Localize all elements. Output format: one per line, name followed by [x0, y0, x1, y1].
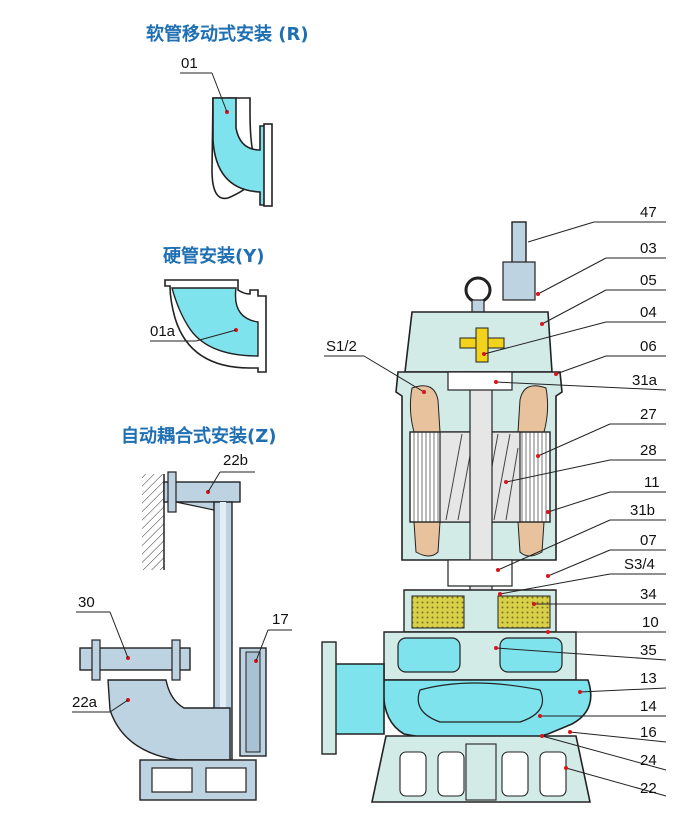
- callout-30: 30: [78, 594, 95, 611]
- elbow-01a: [150, 279, 267, 373]
- callout-04: 04: [640, 304, 657, 321]
- callout-47: 47: [640, 204, 657, 221]
- callout-S1-2: S1/2: [326, 338, 357, 355]
- callout-24: 24: [640, 752, 657, 769]
- pump-leader-lines: [324, 221, 667, 797]
- callout-13: 13: [640, 670, 657, 687]
- callout-34: 34: [640, 586, 657, 603]
- callout-27: 27: [640, 406, 657, 423]
- callout-05: 05: [640, 272, 657, 289]
- callout-22: 22: [640, 780, 657, 797]
- pump-cross-section: [321, 221, 592, 803]
- heading-auto-coupling-install: 自动耦合式安装(Z): [121, 426, 277, 447]
- callout-10: 10: [642, 614, 659, 631]
- callout-01: 01: [181, 55, 198, 72]
- callout-17: 17: [272, 611, 289, 628]
- callout-S3-4: S3/4: [624, 556, 655, 573]
- callout-31a: 31a: [632, 372, 658, 389]
- auto-coupling-assembly: [72, 471, 292, 801]
- callout-31b: 31b: [630, 502, 656, 519]
- callout-22a: 22a: [72, 694, 98, 711]
- callout-01a: 01a: [150, 323, 176, 340]
- heading-hose-install: 软管移动式安装 (R): [146, 24, 309, 45]
- callout-16: 16: [640, 724, 657, 741]
- callout-06: 06: [640, 338, 657, 355]
- callout-14: 14: [640, 698, 657, 715]
- callout-28: 28: [640, 442, 657, 459]
- elbow-01: [180, 72, 273, 207]
- callout-07: 07: [640, 532, 657, 549]
- callout-03: 03: [640, 240, 657, 257]
- callout-22b: 22b: [223, 452, 249, 469]
- callout-11: 11: [644, 474, 660, 491]
- pump-callout-dots: [422, 292, 582, 770]
- heading-hard-pipe-install: 硬管安装(Y): [163, 246, 265, 267]
- callout-35: 35: [640, 642, 657, 659]
